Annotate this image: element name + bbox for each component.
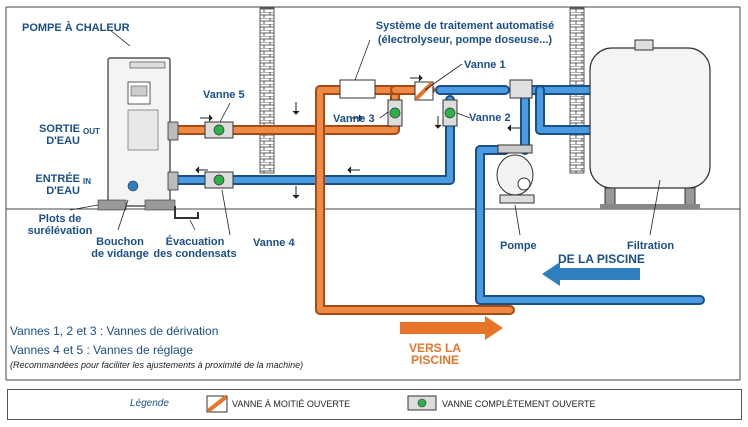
note-line1: Vannes 1, 2 et 3 : Vannes de dérivation — [10, 324, 219, 338]
valve-5[interactable] — [204, 121, 234, 139]
arrow-vers-la-piscine — [400, 316, 503, 340]
label-vanne1: Vanne 1 — [464, 59, 506, 71]
legend-half-open-label: VANNE À MOITIÉ OUVERTE — [232, 399, 351, 409]
flow-arrows — [195, 74, 520, 199]
treatment-system-box — [339, 79, 376, 99]
valve-3[interactable] — [387, 99, 403, 127]
label-systeme: Système de traitement automatisé(électro… — [375, 20, 555, 46]
brick-wall-1 — [259, 7, 275, 174]
heat-pump — [97, 57, 199, 219]
valve-1-body — [509, 79, 533, 99]
label-in: IN — [83, 177, 91, 186]
filtration-tank — [589, 39, 711, 209]
pump — [496, 144, 535, 204]
label-pompe: Pompe — [500, 240, 537, 252]
legend-fully-open-label: VANNE COMPLÈTEMENT OUVERTE — [442, 399, 596, 409]
leader-lines — [69, 29, 661, 236]
valve-1[interactable] — [414, 81, 434, 101]
label-vanne3: Vanne 3 — [333, 113, 375, 125]
legend-fully-open-icon — [407, 395, 437, 411]
arrow-de-la-piscine — [542, 262, 640, 286]
legend-title: Légende — [130, 398, 169, 409]
label-filtration: Filtration — [627, 240, 675, 252]
valve-2[interactable] — [442, 99, 458, 127]
label-vanne2: Vanne 2 — [469, 112, 511, 124]
label-vanne4: Vanne 4 — [253, 237, 295, 249]
valve-4[interactable] — [204, 171, 234, 189]
label-out: OUT — [83, 127, 100, 136]
legend-half-open-icon — [206, 395, 228, 413]
blue-pipe-filter-outlet — [535, 85, 600, 135]
note-line3: (Recommandées pour faciliter les ajustem… — [10, 360, 304, 370]
note-line2: Vannes 4 et 5 : Vannes de réglage — [10, 343, 194, 357]
label-pompe-chaleur: POMPE À CHALEUR — [22, 22, 130, 34]
legend-box — [7, 389, 742, 420]
label-de-la-piscine: DE LA PISCINE — [558, 252, 645, 266]
label-vanne5: Vanne 5 — [203, 89, 245, 101]
